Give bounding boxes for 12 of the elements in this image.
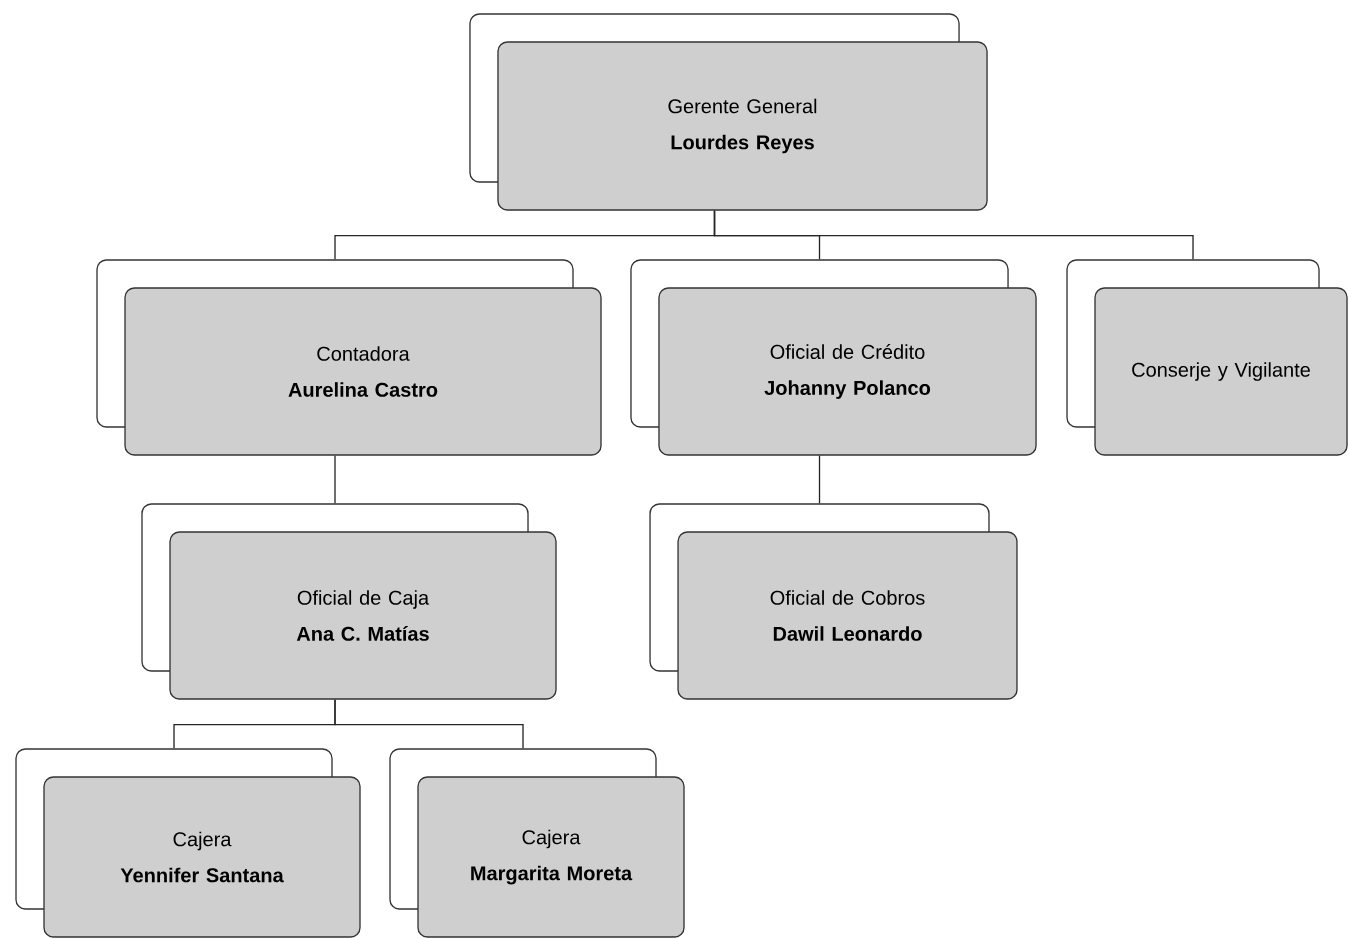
position-box: Oficial de Crédito Johanny Polanco bbox=[630, 259, 1037, 456]
position-box: Gerente General Lourdes Reyes bbox=[469, 13, 988, 211]
position-box: Oficial de Cobros Dawil Leonardo bbox=[649, 503, 1018, 700]
position-box: Contadora Aurelina Castro bbox=[96, 259, 602, 456]
position-box: Conserje y Vigilante bbox=[1066, 259, 1348, 456]
connector-line bbox=[818, 454, 821, 505]
position-box: Oficial de Caja Ana C. Matías bbox=[141, 503, 557, 700]
position-box: Cajera Margarita Moreta bbox=[389, 748, 685, 938]
connector-line bbox=[713, 210, 1194, 261]
connector-line bbox=[334, 454, 336, 505]
connector-line bbox=[334, 698, 524, 749]
position-box: Cajera Yennifer Santana bbox=[15, 748, 361, 938]
